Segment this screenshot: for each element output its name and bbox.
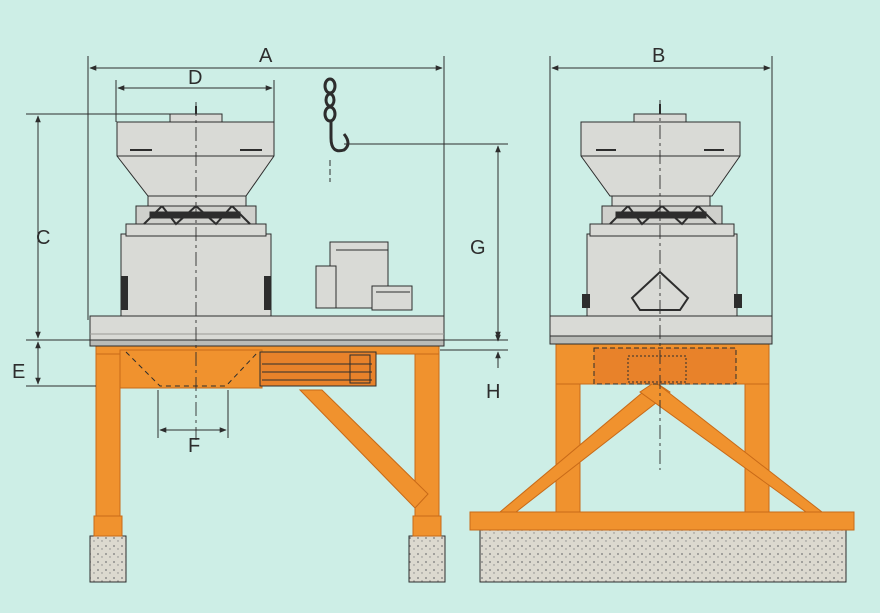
side-motor bbox=[315, 241, 413, 311]
side-base-plate bbox=[89, 315, 445, 343]
side-feed-hopper bbox=[116, 121, 275, 197]
front-adjustment-ring bbox=[601, 204, 723, 226]
dim-label-a: A bbox=[259, 45, 273, 67]
side-discharge-hopper bbox=[119, 349, 263, 389]
front-discharge bbox=[593, 347, 737, 385]
dimension-labels: A D C E F G H B bbox=[12, 45, 665, 457]
side-foundation-left bbox=[89, 535, 127, 583]
front-base-plate bbox=[469, 511, 855, 531]
dim-label-d: D bbox=[188, 67, 202, 89]
front-view bbox=[469, 100, 855, 583]
lifting-hook bbox=[323, 77, 350, 182]
front-foundation bbox=[479, 527, 847, 583]
side-foundation-right bbox=[408, 535, 446, 583]
dim-label-h: H bbox=[486, 381, 500, 403]
dimension-lines bbox=[26, 56, 773, 438]
front-brace-left bbox=[498, 381, 671, 513]
side-leg-foot-left bbox=[93, 515, 123, 537]
dim-label-c: C bbox=[36, 227, 50, 249]
front-feed-hopper bbox=[580, 121, 741, 197]
front-brace-right bbox=[639, 381, 824, 513]
side-belt-guard bbox=[259, 351, 377, 387]
side-brace bbox=[298, 389, 429, 509]
dim-label-e: E bbox=[12, 361, 25, 383]
side-view bbox=[89, 102, 446, 583]
side-leg-left bbox=[95, 347, 121, 535]
dim-label-b: B bbox=[652, 45, 665, 67]
side-leg-right bbox=[414, 347, 440, 535]
dim-label-g: G bbox=[470, 237, 486, 259]
dim-label-f: F bbox=[188, 435, 200, 457]
side-leg-foot-right bbox=[412, 515, 442, 537]
